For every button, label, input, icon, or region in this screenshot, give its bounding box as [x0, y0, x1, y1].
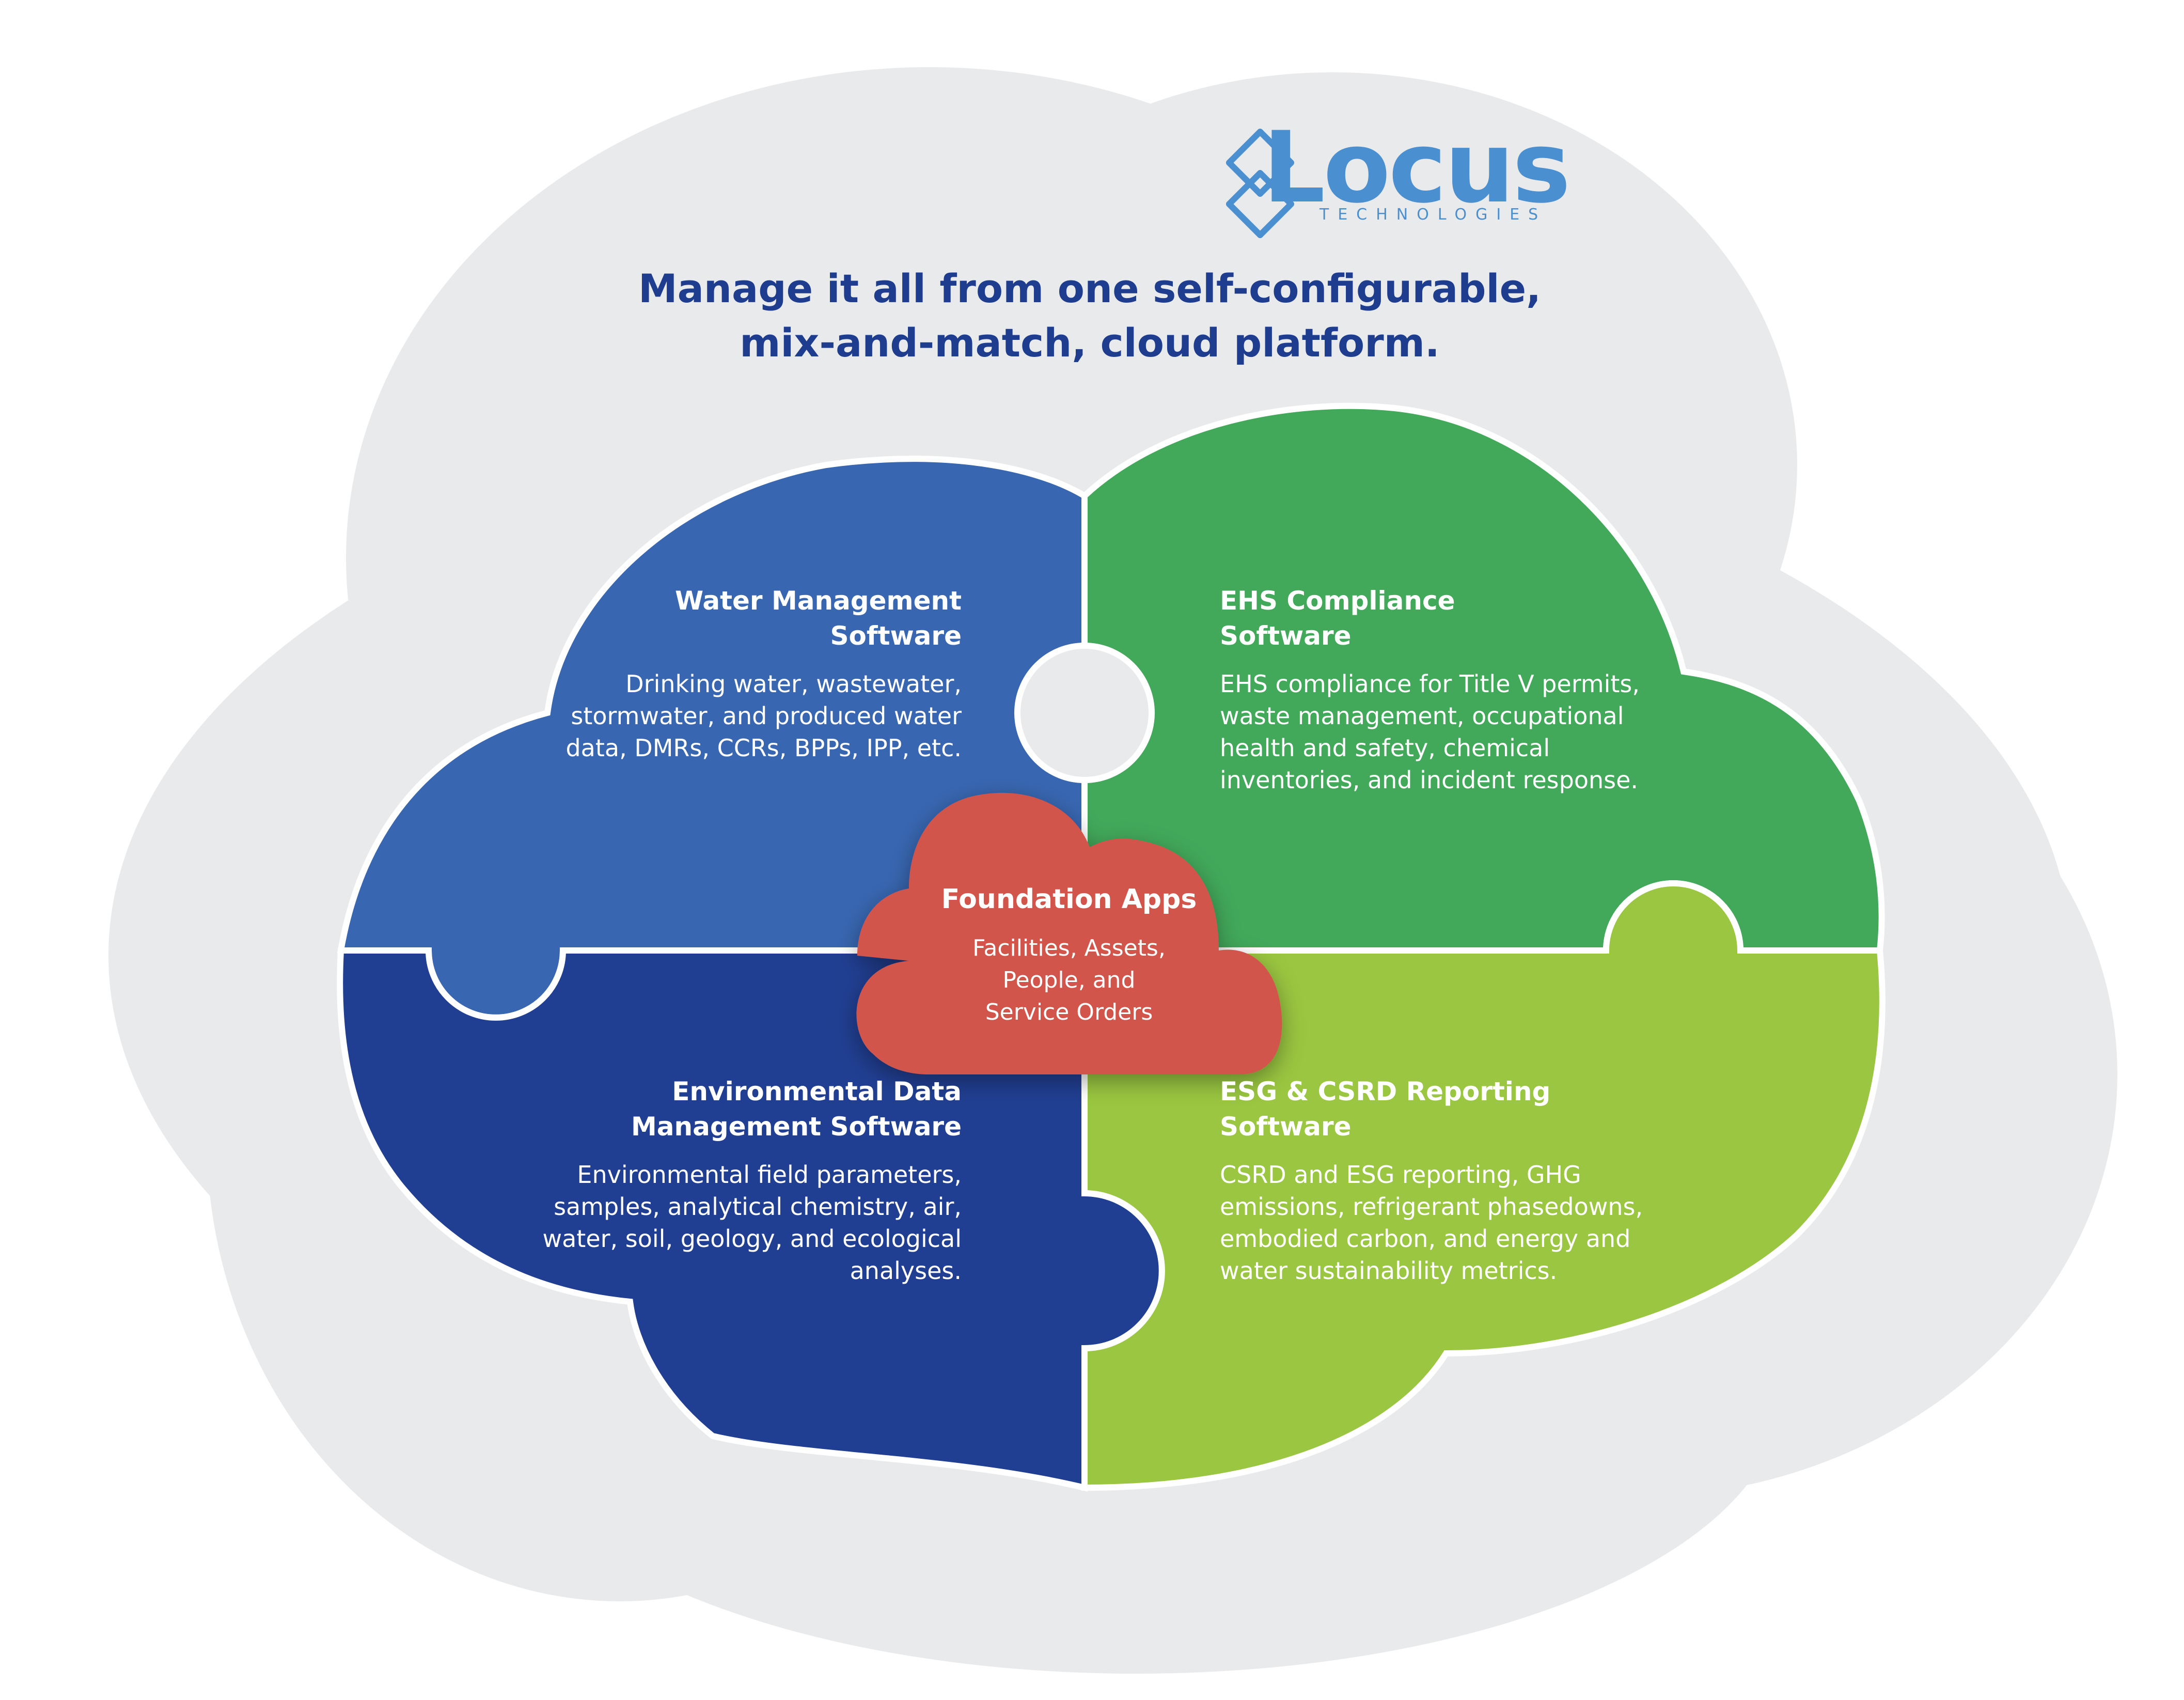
esg-body-line-2: emissions, refrigerant phasedowns, [1220, 1193, 1643, 1221]
esg-body-line-4: water sustainability metrics. [1220, 1257, 1557, 1285]
foundation-apps-body-line-2: People, and [1003, 967, 1136, 993]
esg-title-line-1: ESG & CSRD Reporting [1220, 1077, 1550, 1106]
puzzle-piece-ehs-compliance [1081, 402, 1885, 954]
edm-title-line-1: Environmental Data [672, 1077, 962, 1106]
edm-body-line-4: analyses. [850, 1257, 962, 1285]
water-body-line-1: Drinking water, wastewater, [625, 670, 962, 698]
water-title-line-1: Water Management [675, 586, 962, 616]
foundation-apps-shape [856, 792, 1282, 1074]
puzzle-piece-esg-csrd [1081, 880, 1886, 1491]
water-body-line-3: data, DMRs, CCRs, BPPs, IPP, etc. [565, 734, 962, 762]
foundation-apps-cloud [856, 792, 1282, 1074]
locus-diamond-icon [1226, 129, 1294, 238]
foundation-apps-body-line-3: Service Orders [985, 999, 1153, 1025]
esg-body-line-3: embodied carbon, and energy and [1220, 1225, 1630, 1253]
edm-body-line-1: Environmental field parameters, [577, 1161, 962, 1189]
ehs-title-line-2: Software [1220, 621, 1352, 651]
water-body-line-2: stormwater, and produced water [571, 702, 962, 730]
ehs-title-line-1: EHS Compliance [1220, 586, 1455, 616]
headline-line-1: Manage it all from one self-configurable… [638, 266, 1541, 311]
edm-body-line-3: water, soil, geology, and ecological [542, 1225, 962, 1253]
ehs-body-line-4: inventories, and incident response. [1220, 766, 1638, 794]
logo-wordmark: Locus [1263, 111, 1569, 225]
puzzle [337, 402, 1886, 1492]
esg-title-line-2: Software [1220, 1112, 1352, 1142]
foundation-apps-body-line-1: Facilities, Assets, [972, 935, 1166, 961]
ehs-body-line-2: waste management, occupational [1220, 702, 1624, 730]
water-title-line-2: Software [830, 621, 962, 651]
foundation-apps-title: Foundation Apps [941, 884, 1197, 915]
locus-logo: Locus TECHNOLOGIES [1226, 111, 1571, 238]
edm-body-line-2: samples, analytical chemistry, air, [554, 1193, 962, 1221]
logo-tagline: TECHNOLOGIES [1319, 206, 1547, 224]
ehs-body-line-1: EHS compliance for Title V permits, [1220, 670, 1640, 698]
esg-body-line-1: CSRD and ESG reporting, GHG [1220, 1161, 1581, 1189]
headline-line-2: mix-and-match, cloud platform. [740, 320, 1440, 366]
edm-title-line-2: Management Software [631, 1112, 962, 1142]
ehs-body-line-3: health and safety, chemical [1220, 734, 1550, 762]
